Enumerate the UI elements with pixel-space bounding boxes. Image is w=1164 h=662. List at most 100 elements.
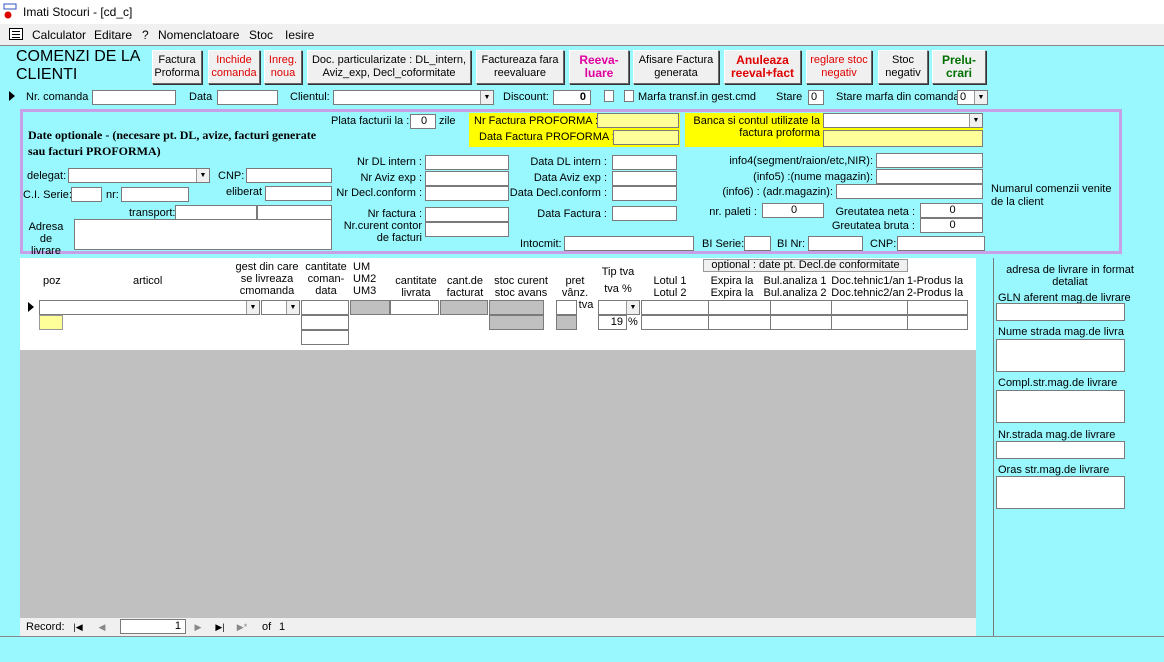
produs2-input[interactable]	[907, 315, 968, 330]
bul1-input[interactable]	[770, 300, 832, 315]
banca-select[interactable]: ▼	[823, 113, 983, 128]
pret-vanz-input[interactable]	[556, 300, 577, 315]
last-record-icon[interactable]: ▶|	[215, 622, 225, 632]
expira1-input[interactable]	[708, 300, 771, 315]
new-row-marker[interactable]	[39, 315, 63, 330]
nume-strada-input[interactable]	[996, 339, 1125, 372]
inchide-comanda-button[interactable]: Inchide comanda	[208, 50, 260, 84]
anuleaza-button[interactable]: Anuleaza reeval+fact	[724, 50, 801, 84]
chevron-down-icon[interactable]: ▼	[286, 301, 299, 314]
oras-str-input[interactable]	[996, 476, 1125, 509]
form-icon[interactable]	[9, 28, 23, 40]
lotul2-input[interactable]	[641, 315, 709, 330]
nr-paleti-input[interactable]: 0	[762, 203, 824, 218]
eliberat-input[interactable]	[265, 186, 332, 201]
col-um3: UM3	[353, 285, 377, 297]
menu-iesire[interactable]: Iesire	[285, 28, 315, 42]
data-decl-conform-input[interactable]	[612, 186, 677, 201]
nr-curent-contor-input[interactable]	[425, 222, 509, 237]
chevron-down-icon[interactable]: ▼	[480, 91, 493, 104]
nr-dl-intern-input[interactable]	[425, 155, 509, 170]
discount-input[interactable]: 0	[553, 90, 591, 105]
chevron-down-icon[interactable]: ▼	[969, 114, 982, 127]
menu-stoc[interactable]: Stoc	[249, 28, 274, 42]
clientul-select[interactable]: ▼	[333, 90, 494, 105]
cnp2-input[interactable]	[897, 236, 985, 251]
cantitate-comandata-input-2[interactable]	[301, 315, 349, 330]
chevron-down-icon[interactable]: ▼	[196, 169, 209, 182]
current-record-input[interactable]: 1	[120, 619, 186, 634]
factura-proforma-button[interactable]: Factura Proforma	[152, 50, 202, 84]
lotul1-input[interactable]	[641, 300, 709, 315]
menu-nomenclatoare[interactable]: Nomenclatoare	[158, 28, 240, 42]
nr-decl-conform-input[interactable]	[425, 186, 509, 201]
gln-input[interactable]	[996, 303, 1125, 321]
ci-nr-input[interactable]	[121, 187, 189, 202]
delegat-select[interactable]: ▼	[68, 168, 210, 183]
banca-cont-input[interactable]	[823, 130, 983, 147]
tva-input[interactable]: 19	[598, 315, 627, 330]
cantitate-comandata-input-3[interactable]	[301, 330, 349, 345]
chevron-down-icon[interactable]: ▼	[626, 301, 639, 314]
info5-label: (info5) :(nume magazin):	[753, 171, 873, 183]
chevron-down-icon[interactable]: ▼	[974, 91, 987, 104]
first-record-icon[interactable]: |◀	[73, 622, 83, 632]
menu-editare[interactable]: Editare	[94, 28, 133, 42]
chevron-down-icon[interactable]: ▼	[246, 301, 259, 314]
inreg-noua-button[interactable]: Inreg. noua	[264, 50, 302, 84]
doc-particularizate-button[interactable]: Doc. particularizate : DL_intern, Aviz_e…	[307, 50, 471, 84]
cnp-input[interactable]	[246, 168, 332, 183]
menu-calculator[interactable]: Calculator	[32, 28, 87, 42]
nr-strada-input[interactable]	[996, 441, 1125, 459]
data-aviz-exp-input[interactable]	[612, 171, 677, 186]
nr-factura-proforma-input[interactable]	[597, 113, 679, 128]
stare-marfa-select[interactable]: 0▼	[957, 90, 988, 105]
nr-comanda-input[interactable]	[92, 90, 176, 105]
info4-input[interactable]	[876, 153, 983, 168]
doc1-input[interactable]	[831, 300, 908, 315]
info5-input[interactable]	[876, 169, 983, 184]
stare-input[interactable]: 0	[808, 90, 824, 105]
data-dl-intern-input[interactable]	[612, 155, 677, 170]
compl-str-input[interactable]	[996, 390, 1125, 423]
afisare-factura-button[interactable]: Afisare Factura generata	[633, 50, 719, 84]
tip-tva-select[interactable]: ▼	[598, 300, 640, 315]
bi-nr-input[interactable]	[808, 236, 863, 251]
transport-input-2[interactable]	[257, 205, 332, 220]
bul2-input[interactable]	[770, 315, 832, 330]
reglare-stoc-button[interactable]: reglare stoc negativ	[806, 50, 872, 84]
ci-serie-input[interactable]	[71, 187, 102, 202]
doc2-input[interactable]	[831, 315, 908, 330]
nr-factura-input[interactable]	[425, 207, 509, 222]
gest-select[interactable]: ▼	[261, 300, 300, 315]
greutatea-bruta-input[interactable]: 0	[920, 218, 983, 233]
adresa-livrare-input[interactable]	[74, 219, 332, 250]
menu-help[interactable]: ?	[142, 28, 149, 42]
new-record-icon[interactable]: ▶*	[236, 622, 248, 632]
nr-aviz-exp-input[interactable]	[425, 171, 509, 186]
reevaluare-button[interactable]: Reeva-luare	[569, 50, 629, 84]
intocmit-input[interactable]	[564, 236, 694, 251]
cantitate-comandata-input[interactable]	[301, 300, 349, 315]
produs1-input[interactable]	[907, 300, 968, 315]
prelucrari-button[interactable]: Prelu-crari	[932, 50, 986, 84]
stare-label: Stare	[776, 91, 803, 103]
expira2-input[interactable]	[708, 315, 771, 330]
prev-record-icon[interactable]: ◀	[98, 622, 106, 632]
data-input[interactable]	[217, 90, 278, 105]
col-articol: articol	[133, 275, 163, 287]
bi-serie-input[interactable]	[744, 236, 771, 251]
plata-facturii-input[interactable]: 0	[410, 114, 436, 129]
data-factura-input[interactable]	[612, 206, 677, 221]
info6-input[interactable]	[836, 184, 983, 199]
marfa-checkbox-2[interactable]	[624, 90, 634, 102]
cantitate-livrata-input[interactable]	[390, 300, 439, 315]
marfa-checkbox[interactable]	[604, 90, 614, 102]
transport-input[interactable]	[175, 205, 257, 220]
stoc-negativ-button[interactable]: Stoc negativ	[878, 50, 928, 84]
articol-select[interactable]: ▼	[39, 300, 260, 315]
data-factura-proforma-input[interactable]	[613, 130, 679, 145]
factureaza-fara-reevaluare-button[interactable]: Factureaza fara reevaluare	[476, 50, 564, 84]
next-record-icon[interactable]: ▶	[194, 622, 202, 632]
greutatea-neta-input[interactable]: 0	[920, 203, 983, 218]
